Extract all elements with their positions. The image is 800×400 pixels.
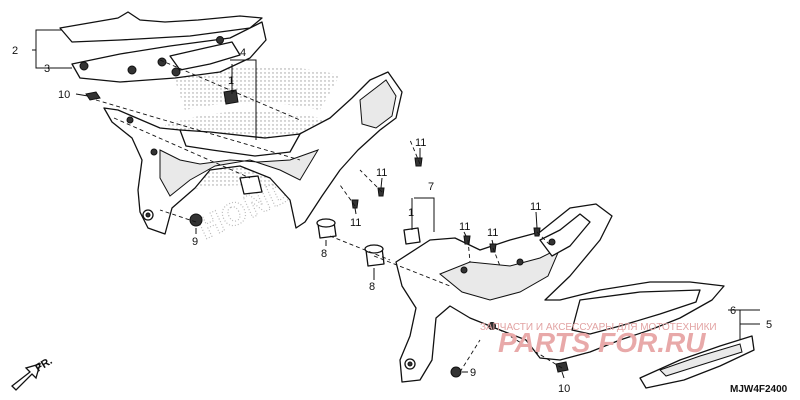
callout-1-right: 1: [408, 207, 414, 219]
part-2-upper-cover: [59, 11, 263, 43]
callout-10-left: 10: [58, 89, 70, 101]
callout-11-d: 11: [459, 221, 470, 233]
callout-9-left: 9: [192, 236, 198, 248]
part-9-grommet-right: [450, 366, 462, 378]
callout-2: 2: [12, 45, 18, 57]
part-1-pad-right: [403, 227, 421, 245]
site-watermark: ЗАПЧАСТИ И АКСЕССУАРЫ ДЛЯ МОТОТЕХНИКИ PA…: [480, 322, 717, 358]
watermark-logo: PARTS FOR.RU: [498, 327, 706, 358]
callout-3: 3: [44, 63, 50, 75]
part-8-collar-left: [316, 218, 337, 239]
callout-7: 7: [428, 181, 434, 193]
part-9-grommet-left: [189, 213, 203, 227]
right-side-cover: [395, 203, 725, 383]
part-8-collar-right: [364, 244, 385, 267]
callout-labels: 2 3 4 1 10 11 11 11 9 8 7 1 11 11 11 8 9…: [12, 45, 772, 395]
diagram-code: MJW4F2400: [730, 384, 788, 395]
callout-8-right: 8: [369, 281, 375, 293]
callout-11-e: 11: [487, 227, 498, 239]
watermark-caption: ЗАПЧАСТИ И АКСЕССУАРЫ ДЛЯ МОТОТЕХНИКИ: [480, 322, 717, 333]
part-1-pad-left: [223, 89, 239, 105]
part-10-screw-left: [85, 91, 101, 101]
part-3-inner-panel: [71, 21, 267, 83]
callout-4: 4: [240, 47, 246, 59]
callout-11-a: 11: [415, 137, 426, 149]
callout-6: 6: [730, 305, 736, 317]
callout-9-right: 9: [470, 367, 476, 379]
callout-8-left: 8: [321, 248, 327, 260]
part-5-6-lower-trim: [639, 335, 755, 389]
callout-10-right: 10: [558, 383, 570, 395]
leader-lines: [32, 29, 760, 379]
front-direction-arrow: FR.: [11, 355, 55, 391]
part-10-screw-right: [555, 361, 569, 373]
left-side-cover: [103, 71, 403, 235]
callout-11-b: 11: [376, 167, 387, 179]
callout-11-c: 11: [350, 217, 361, 229]
callout-11-f: 11: [530, 201, 541, 213]
callout-1-left: 1: [228, 75, 234, 87]
alignment-lines: [95, 59, 563, 373]
callout-5: 5: [766, 319, 772, 331]
part-11-bolts-left: [351, 157, 423, 209]
